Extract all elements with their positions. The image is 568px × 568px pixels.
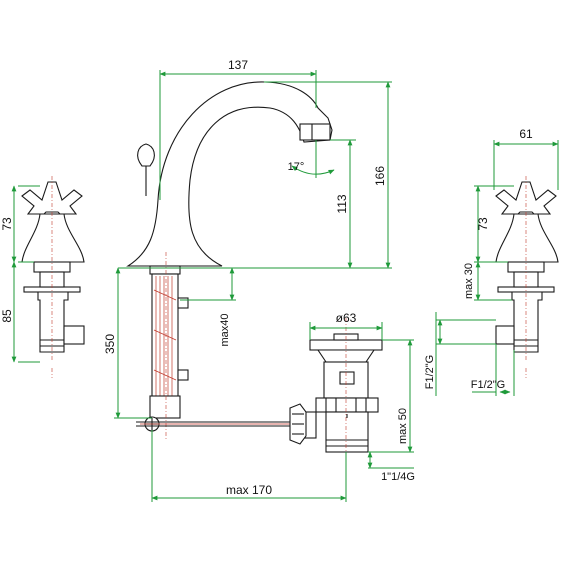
spout-shank-hatch [153,276,177,410]
dim-handle-width: 61 [519,127,533,141]
spout-body [126,81,333,267]
dim-rod-length-max: max 170 [226,483,272,497]
dim-waste-depth-max: max 50 [397,408,409,444]
left-cross-handle-valve: 73 85 [0,176,85,378]
dimension-lines [114,70,559,502]
dim-deck-thickness-max: max40 [219,313,231,346]
dim-spout-angle: 17° [288,161,305,173]
dim-handle-height-left: 73 [0,217,14,231]
right-outlet-nipple [495,325,515,345]
dim-deck-max-right: max 30 [463,263,475,299]
dimension-labels: 137 166 113 17° 61 73 max 30 350 max40 ø… [103,58,533,497]
pull-rod [136,421,300,427]
shank-nut-upper [177,297,189,309]
dim-spout-reach: 137 [228,58,248,72]
waste-nut [315,397,379,413]
shank-nut-lower [177,369,189,381]
rod-clamp-block [149,395,181,419]
dim-supply-length: 350 [103,334,117,354]
right-valve-body [511,291,543,353]
waste-slot [339,371,355,385]
dim-total-height: 166 [373,166,387,186]
pop-up-lever-knob [137,143,155,167]
spout-deck-washer [149,265,181,275]
left-valve-body [37,291,69,353]
right-valve-bell [495,213,559,263]
left-valve-bell [21,213,85,263]
left-outlet-nipple [63,325,85,345]
dim-waste-diameter: ø63 [336,311,357,325]
dim-outlet-height: 113 [335,194,349,213]
dim-connection-thread-2: F1/2"G [471,379,505,391]
dim-body-height-left: 85 [0,309,14,323]
dim-connection-thread-1: F1/2"G [424,355,436,389]
dim-handle-height-right: 73 [476,217,490,231]
waste-tailpiece [325,411,369,453]
dim-waste-thread: 1"1/4G [381,471,415,483]
pop-up-waste-assembly [289,318,383,460]
central-spout-assembly [126,81,333,440]
right-cross-handle-valve [495,176,559,378]
aerator [299,123,331,141]
